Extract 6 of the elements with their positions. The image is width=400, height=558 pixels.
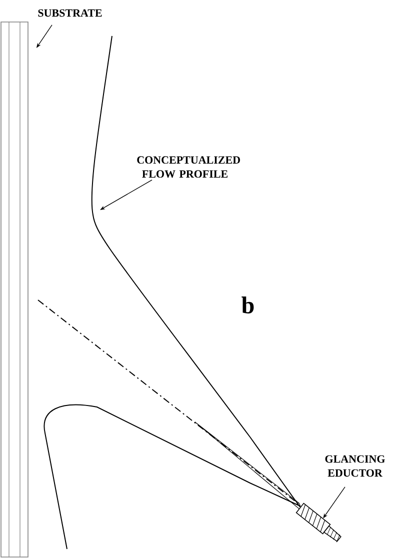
part-label: CONCEPTUALIZED FLOW PROFILE bbox=[137, 156, 240, 178]
eductor-drawing bbox=[296, 502, 342, 542]
part-label: SUBSTRATE bbox=[38, 9, 102, 17]
panel-letter: b bbox=[242, 296, 254, 314]
substrate-plate bbox=[0, 22, 28, 558]
part-label: GLANCING EDUCTOR bbox=[325, 455, 385, 477]
